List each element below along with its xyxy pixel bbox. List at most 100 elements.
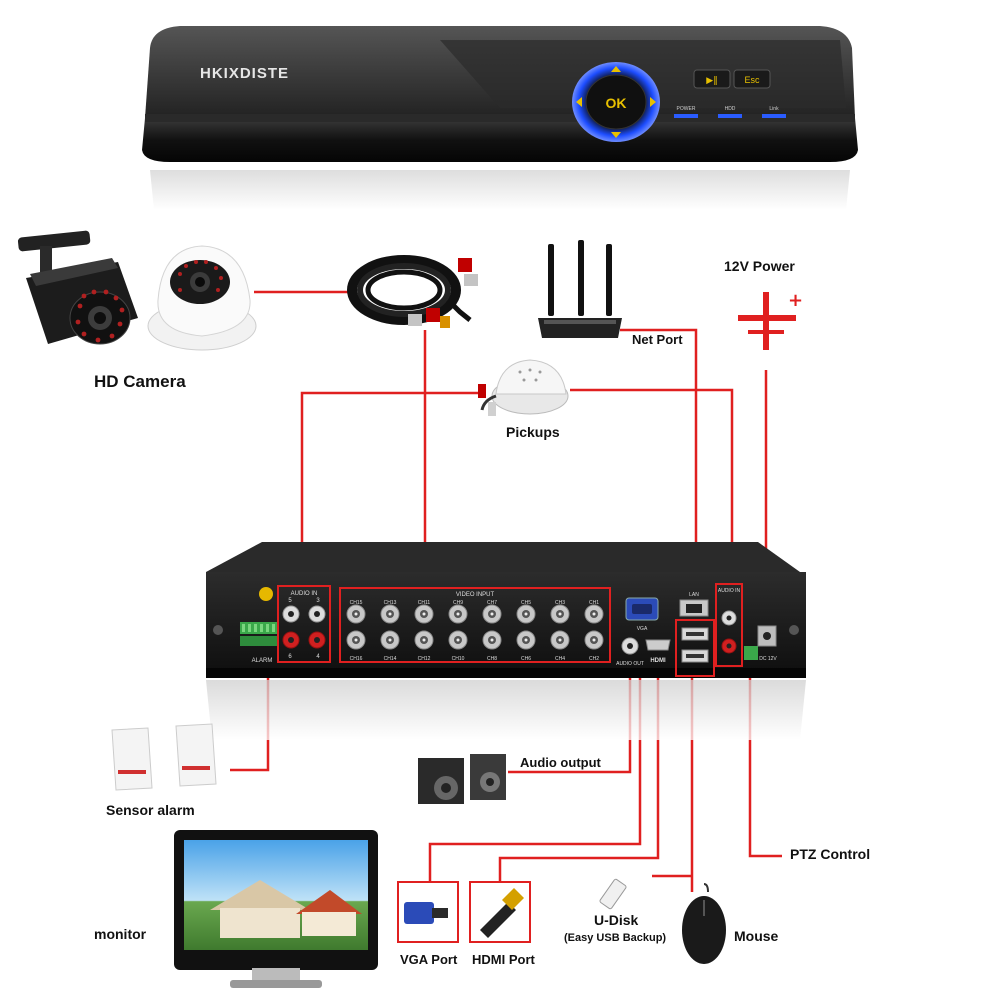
led-label-power: POWER xyxy=(677,106,696,112)
audio-out-port: AUDIO OUT xyxy=(616,637,644,667)
video-input-label: VIDEO INPUT xyxy=(456,592,495,598)
bnc-connector-ch6: CH6 xyxy=(516,630,536,662)
label-monitor: monitor xyxy=(94,926,147,942)
channel-label: CH3 xyxy=(555,600,565,606)
audio-in-left: AUDIO IN 5 3 6 4 xyxy=(277,585,331,663)
antenna-icon xyxy=(548,244,554,316)
dvr-front-buttons: ▶‖ Esc POWER HDD Link xyxy=(674,69,786,118)
lan-port: LAN xyxy=(679,592,709,617)
alarm-terminal: ALARM xyxy=(240,587,278,664)
audio-num: 3 xyxy=(316,598,320,604)
hdmi-connector-box xyxy=(469,881,531,943)
bnc-connector-ch3: CH3 xyxy=(550,600,570,624)
led-label-link: Link xyxy=(769,106,779,112)
arrow-left-icon xyxy=(576,97,582,107)
bnc-cable-coil xyxy=(347,255,478,328)
led-label-hdd: HDD xyxy=(725,106,736,112)
dvr-brand: HKIXDISTE xyxy=(200,65,289,82)
channel-label: CH13 xyxy=(384,600,397,606)
channel-label: CH9 xyxy=(453,600,463,606)
dc12v-label: DC 12V xyxy=(759,656,777,662)
channel-label: CH4 xyxy=(555,656,565,662)
usb-ports xyxy=(675,619,715,677)
audio-out-label: AUDIO OUT xyxy=(616,661,644,667)
led-link xyxy=(762,114,786,118)
label-hd-camera: HD Camera xyxy=(94,372,186,391)
power-symbol: + xyxy=(738,290,803,350)
arrow-up-icon xyxy=(611,66,621,72)
usb-disk xyxy=(599,878,627,910)
channel-label: CH5 xyxy=(521,600,531,606)
led-hdd xyxy=(718,114,742,118)
channel-label: CH6 xyxy=(521,656,531,662)
audio-in-right-label: AUDIO IN xyxy=(718,588,741,594)
channel-label: CH7 xyxy=(487,600,497,606)
bnc-connector-ch10: CH10 xyxy=(448,630,468,662)
bullet-camera xyxy=(17,230,138,345)
channel-label: CH12 xyxy=(418,656,431,662)
channel-label: CH14 xyxy=(384,656,397,662)
esc-label: Esc xyxy=(744,75,760,85)
monitor-device xyxy=(174,830,378,988)
pickup-microphone xyxy=(478,359,569,416)
bnc-connector-ch8: CH8 xyxy=(482,630,502,662)
channel-label: CH2 xyxy=(589,656,599,662)
arrow-right-icon xyxy=(650,97,656,107)
label-ptz-control: PTZ Control xyxy=(790,846,871,862)
vga-connector-box xyxy=(397,881,459,943)
audio-num: 4 xyxy=(316,654,320,660)
lan-label: LAN xyxy=(689,592,699,598)
label-udisk-sub: (Easy USB Backup) xyxy=(564,932,667,944)
hdmi-port: HDMI xyxy=(645,639,671,664)
router xyxy=(538,240,622,338)
arrow-down-icon xyxy=(611,132,621,138)
bnc-connector-ch11: CH11 xyxy=(414,600,434,624)
video-input-group: VIDEO INPUT CH15 CH13 CH11 CH9 CH7 CH5 CH3 CH1C… xyxy=(339,587,611,663)
bnc-connector-ch5: CH5 xyxy=(516,600,536,624)
channel-label: CH11 xyxy=(418,600,431,606)
bnc-connector-ch1: CH1 xyxy=(584,600,604,624)
audio-in-left-label: AUDIO IN xyxy=(291,591,318,597)
label-12v-power: 12V Power xyxy=(724,258,795,274)
speakers xyxy=(418,754,506,804)
ptz-terminal xyxy=(744,646,758,660)
sensor-alarm-devices xyxy=(111,723,217,791)
label-vga-port: VGA Port xyxy=(400,952,458,967)
channel-label: CH8 xyxy=(487,656,497,662)
esc-button[interactable] xyxy=(733,69,771,89)
label-net-port: Net Port xyxy=(632,332,683,347)
channel-label: CH1 xyxy=(589,600,599,606)
play-pause-button[interactable] xyxy=(693,69,731,89)
audio-in-right: AUDIO IN xyxy=(715,583,743,667)
label-pickups: Pickups xyxy=(506,424,560,440)
label-sensor-alarm: Sensor alarm xyxy=(106,802,195,818)
dvr-front-unit: HKIXDISTE xyxy=(142,26,858,210)
label-mouse: Mouse xyxy=(734,928,779,944)
vga-label: VGA xyxy=(637,626,648,632)
dome-camera xyxy=(147,245,257,351)
bnc-connector-ch16: CH16 xyxy=(346,630,366,662)
bnc-connector-ch4: CH4 xyxy=(550,630,570,662)
ok-label: OK xyxy=(606,95,627,111)
label-audio-output: Audio output xyxy=(520,755,601,770)
channel-label: CH16 xyxy=(350,656,363,662)
label-hdmi-port: HDMI Port xyxy=(472,952,535,967)
bnc-connector-ch9: CH9 xyxy=(448,600,468,624)
dvr-ok-button[interactable]: OK xyxy=(572,62,660,142)
audio-num: 6 xyxy=(288,654,292,660)
bnc-connector-ch14: CH14 xyxy=(380,630,400,662)
label-udisk: U-Disk xyxy=(594,912,639,928)
dc-power-jack: DC 12V xyxy=(757,625,777,662)
bnc-connector-ch2: CH2 xyxy=(584,630,604,662)
bnc-connector-ch7: CH7 xyxy=(482,600,502,624)
plus-icon: + xyxy=(788,290,803,311)
alarm-label: ALARM xyxy=(252,658,273,664)
channel-label: CH15 xyxy=(350,600,363,606)
play-pause-label: ▶‖ xyxy=(706,76,717,86)
led-power xyxy=(674,114,698,118)
audio-num: 5 xyxy=(288,598,292,604)
mouse-device xyxy=(682,883,726,964)
vga-port: VGA xyxy=(625,597,659,632)
bnc-connector-ch13: CH13 xyxy=(380,600,400,624)
